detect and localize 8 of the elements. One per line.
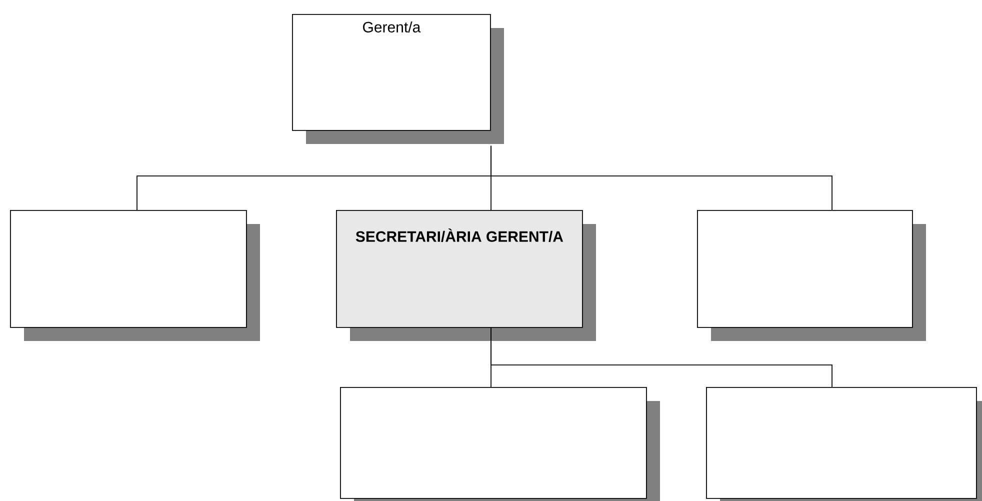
org-box: Gerent/a: [292, 14, 504, 144]
empty-box: [10, 210, 260, 341]
connector-line: [490, 145, 832, 210]
empty-box: [340, 387, 660, 501]
org-box: SECRETARI/ÀRIA GERENT/A: [336, 210, 596, 341]
connector-line: [490, 327, 832, 388]
empty-box: [706, 387, 982, 501]
empty-box: [697, 210, 926, 341]
